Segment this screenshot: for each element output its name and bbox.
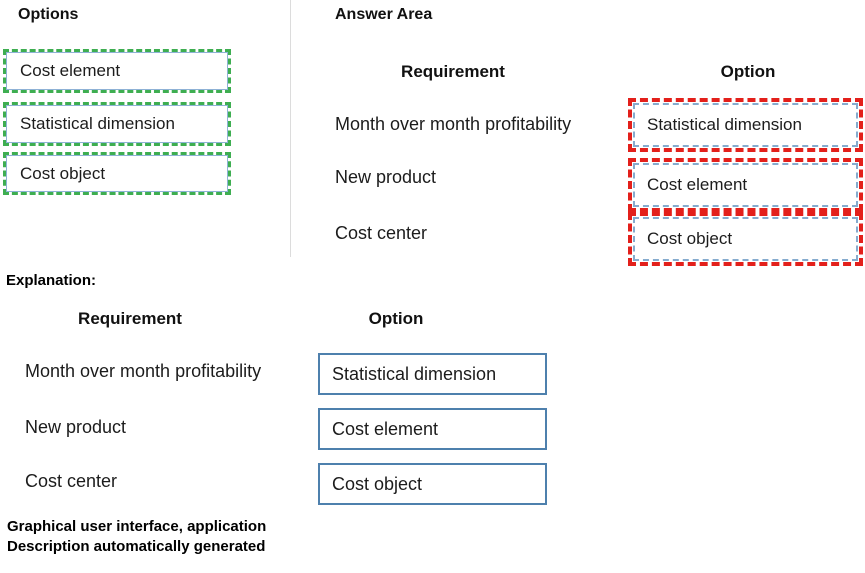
auto-caption-line1: Graphical user interface, application: [7, 518, 267, 535]
options-panel-title: Options: [18, 6, 79, 23]
answer-requirement-label: New product: [335, 167, 437, 187]
panel-divider: [290, 0, 291, 257]
explanation-requirement-label: New product: [25, 417, 127, 437]
option-tile-label: Cost object: [20, 163, 106, 183]
answer-column-header-requirement: Requirement: [401, 62, 505, 81]
answer-drop-slot-1[interactable]: Statistical dimension: [628, 98, 863, 152]
explanation-answer-box-1: Statistical dimension: [318, 353, 547, 395]
auto-caption: Graphical user interface, application De…: [7, 517, 266, 557]
explanation-answer-value: Cost element: [332, 418, 439, 439]
explanation-column-header-option: Option: [368, 309, 424, 328]
explanation-column-header-requirement: Requirement: [78, 309, 182, 328]
explanation-requirement-label: Month over month profitability: [25, 361, 262, 381]
explanation-answer-box-2: Cost element: [318, 408, 547, 450]
option-tile-statistical-dimension[interactable]: Statistical dimension: [3, 102, 231, 146]
answer-slot-value: Cost element: [647, 175, 748, 194]
answer-slot-value: Statistical dimension: [647, 115, 802, 134]
option-tile-label: Cost element: [20, 61, 121, 80]
answer-slot-value: Cost object: [647, 229, 733, 248]
answer-drop-slot-2[interactable]: Cost element: [628, 158, 863, 212]
option-tile-cost-object[interactable]: Cost object: [3, 152, 231, 195]
explanation-answer-value: Statistical dimension: [332, 363, 497, 384]
option-tile-label: Statistical dimension: [20, 114, 175, 133]
answer-area-title: Answer Area: [335, 6, 433, 23]
explanation-answer-box-3: Cost object: [318, 463, 547, 505]
option-tile-cost-element[interactable]: Cost element: [3, 49, 231, 93]
answer-drop-slot-3[interactable]: Cost object: [628, 212, 863, 266]
auto-caption-line2: Description automatically generated: [7, 538, 266, 555]
explanation-answer-value: Cost object: [332, 473, 423, 494]
explanation-heading: Explanation:: [6, 272, 97, 289]
answer-requirement-label: Month over month profitability: [335, 114, 572, 134]
answer-column-header-option: Option: [720, 62, 776, 81]
explanation-requirement-label: Cost center: [25, 471, 118, 491]
answer-requirement-label: Cost center: [335, 223, 428, 243]
